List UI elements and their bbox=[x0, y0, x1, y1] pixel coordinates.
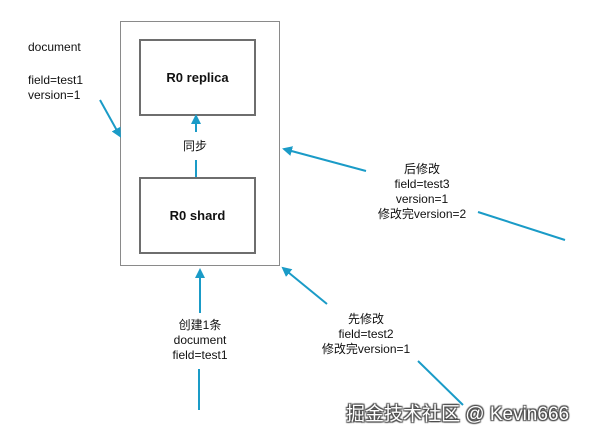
first-edit-tail bbox=[417, 360, 464, 406]
first-edit-field: field=test2 bbox=[338, 327, 394, 341]
create-title: 创建1条 bbox=[178, 318, 222, 332]
document-note-version: version=1 bbox=[28, 88, 81, 102]
first-edit-title: 先修改 bbox=[347, 312, 384, 326]
later-edit-arrow bbox=[282, 146, 367, 172]
first-edit-note: 先修改 field=test2 修改完version=1 bbox=[308, 312, 424, 357]
shard-box: R0 shard bbox=[139, 177, 256, 254]
create-note: 创建1条 document field=test1 bbox=[160, 318, 240, 363]
replica-label: R0 replica bbox=[166, 70, 229, 85]
create-doc: document bbox=[173, 333, 227, 347]
shard-label: R0 shard bbox=[169, 208, 226, 223]
later-edit-after: 修改完version=2 bbox=[377, 207, 467, 221]
later-edit-field: field=test3 bbox=[394, 177, 450, 191]
later-edit-note: 后修改 field=test3 version=1 修改完version=2 bbox=[362, 162, 482, 222]
later-edit-title: 后修改 bbox=[403, 162, 440, 176]
create-field: field=test1 bbox=[172, 348, 228, 362]
first-edit-after: 修改完version=1 bbox=[321, 342, 411, 356]
sync-label: 同步 bbox=[183, 139, 208, 153]
replica-box: R0 replica bbox=[139, 39, 256, 116]
first-edit-arrow bbox=[281, 266, 328, 305]
later-edit-version: version=1 bbox=[395, 192, 449, 206]
document-note-title: document bbox=[28, 40, 81, 54]
document-note-field: field=test1 bbox=[28, 73, 84, 87]
watermark: 掘金技术社区 @ Kevin666 bbox=[346, 404, 570, 425]
later-edit-tail bbox=[477, 211, 566, 241]
document-arrow bbox=[99, 99, 121, 138]
